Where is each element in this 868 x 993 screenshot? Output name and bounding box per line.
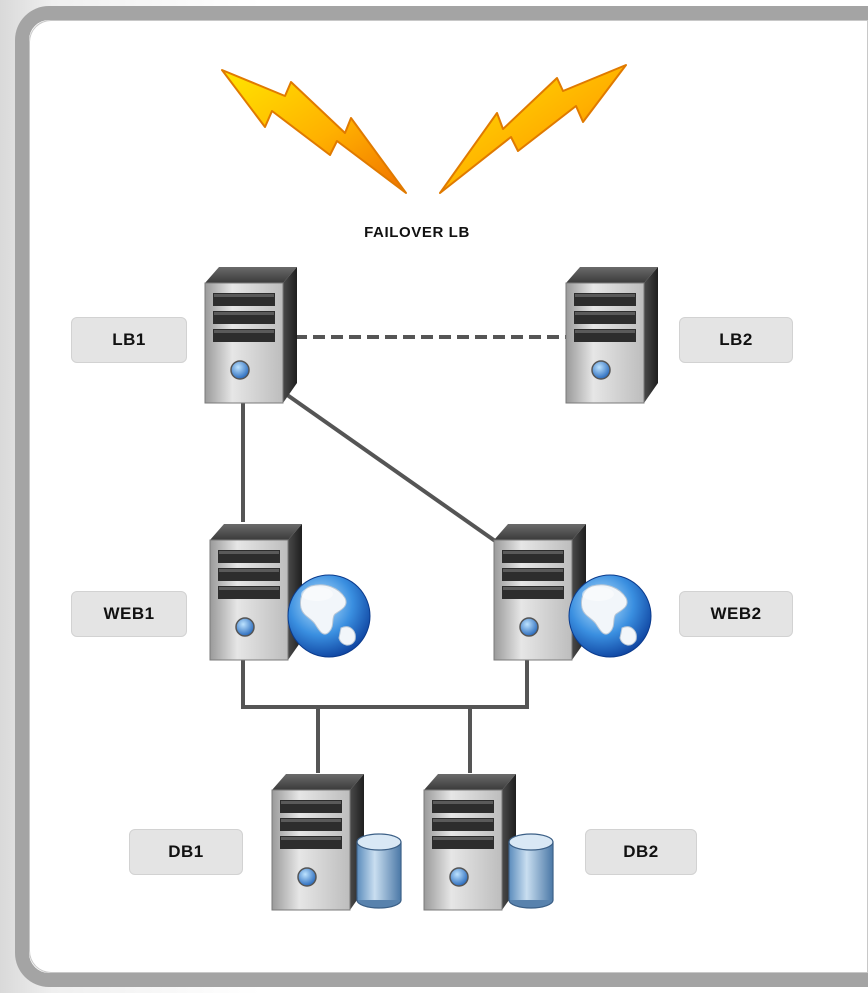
db1-label: DB1 (129, 829, 243, 875)
lb2-server-icon (565, 266, 659, 404)
web1-server-icon (209, 523, 303, 661)
connectors (241, 335, 570, 773)
web2-label: WEB2 (679, 591, 793, 637)
lightning-bolt-icon (439, 64, 627, 194)
db1-server-icon (271, 773, 365, 911)
web2-server-icon (493, 523, 587, 661)
web2-globe-icon (568, 574, 652, 658)
web1-globe-icon (287, 574, 371, 658)
lb1-server-icon (204, 266, 298, 404)
db2-server-icon (423, 773, 517, 911)
db1-database-icon (356, 833, 402, 909)
lightning-bolt-icon (221, 69, 407, 194)
db2-label: DB2 (585, 829, 697, 875)
diagram-title: FAILOVER LB (364, 224, 470, 241)
db2-database-icon (508, 833, 554, 909)
web1-label: WEB1 (71, 591, 187, 637)
lb2-label: LB2 (679, 317, 793, 363)
lb1-web2-link (281, 390, 500, 545)
lb1-label: LB1 (71, 317, 187, 363)
